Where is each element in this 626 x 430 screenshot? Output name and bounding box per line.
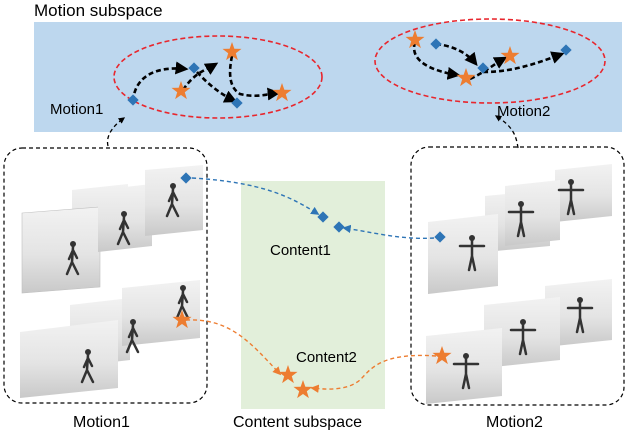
content-subspace-band — [241, 181, 385, 409]
left-upper-frame-stack — [21, 165, 203, 294]
video-frame — [22, 207, 100, 293]
star-marker-icon — [278, 365, 298, 384]
right-to-content1-arrow — [342, 224, 435, 240]
right-lower-frame-stack — [426, 279, 612, 404]
content-subspace-title: Content subspace — [233, 414, 362, 430]
content2-label: Content2 — [296, 349, 357, 366]
star-marker-icon — [405, 30, 425, 49]
star-marker-icon — [272, 83, 292, 102]
video-frame — [122, 280, 200, 346]
right-panel-label: Motion2 — [486, 414, 543, 430]
left-to-content2-arrow — [185, 319, 282, 376]
star-marker-icon — [432, 346, 452, 365]
star-marker-icon — [171, 81, 191, 100]
star-marker-icon — [172, 310, 192, 329]
content1-markers — [317, 211, 345, 233]
video-frame — [428, 214, 498, 294]
diamond-marker-icon — [180, 172, 192, 184]
star-marker-icon — [456, 68, 476, 87]
motion1-trajectory — [131, 55, 281, 103]
video-frame — [545, 279, 612, 347]
diamond-marker-icon — [560, 44, 572, 56]
star-marker-icon — [222, 42, 242, 61]
video-frame — [20, 320, 118, 398]
diamond-marker-icon — [317, 211, 329, 223]
diamond-marker-icon — [434, 231, 446, 243]
right-to-content2-arrow — [310, 354, 437, 393]
motion-subspace-title: Motion subspace — [34, 1, 163, 20]
left-lower-frame-stack — [20, 280, 200, 398]
star-marker-icon — [500, 46, 520, 65]
video-frame — [145, 165, 203, 236]
right-upper-frame-stack — [428, 164, 612, 294]
right-panel-to-motion-arrow — [494, 115, 519, 149]
motion-subspace-band — [34, 22, 622, 132]
video-frame — [555, 164, 612, 222]
diamond-marker-icon — [333, 221, 345, 233]
left-to-content1-arrow — [191, 177, 320, 215]
motion1-cluster-label: Motion1 — [50, 101, 103, 118]
content2-markers — [278, 365, 313, 399]
motion1-cluster-ellipse — [113, 35, 323, 119]
diamond-marker-icon — [430, 38, 442, 50]
left-panel-to-motion-arrow — [106, 117, 126, 147]
video-frame — [426, 328, 502, 404]
content1-label: Content1 — [270, 242, 331, 259]
motion2-cluster-ellipse — [374, 18, 606, 104]
motion2-cluster-label: Motion2 — [497, 103, 550, 120]
left-panel-label: Motion1 — [73, 414, 130, 430]
star-marker-icon — [293, 380, 313, 399]
